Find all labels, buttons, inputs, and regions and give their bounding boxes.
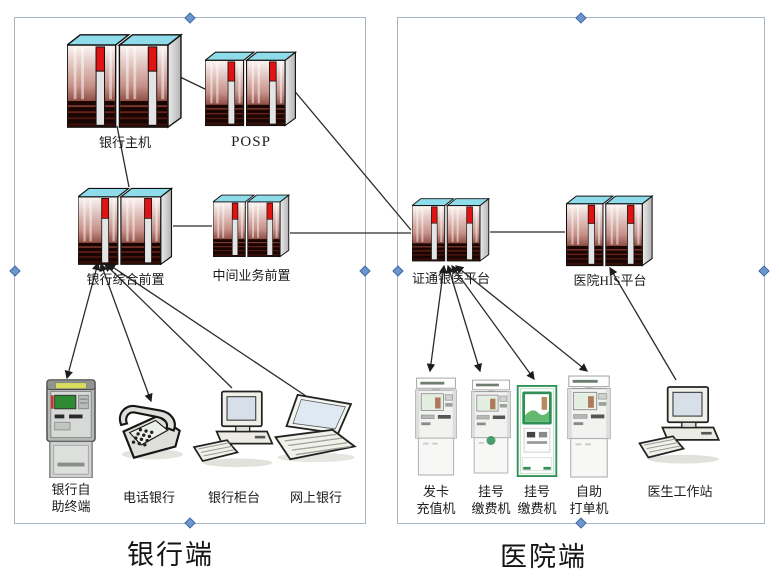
node-label: 银行柜台	[207, 490, 261, 505]
bank-logo-badge	[486, 436, 496, 445]
selection-handle[interactable]	[392, 264, 404, 277]
selection-handle[interactable]	[359, 264, 371, 277]
node-label: 医生工作站	[647, 484, 713, 499]
node-doctor-workstation[interactable]: 医生工作站	[636, 378, 724, 501]
node-label: 自助打单机	[569, 484, 609, 516]
node-label: 网上银行	[289, 490, 343, 505]
kiosk-icon	[412, 374, 460, 480]
mainframe-server-icon	[412, 194, 490, 265]
kiosk-icon	[514, 382, 560, 480]
hospital-zone-title: 医院端	[500, 542, 587, 572]
bank-zone-title: 银行端	[127, 540, 214, 570]
node-reg-pay-kiosk-1[interactable]: 挂号缴费机	[468, 374, 514, 518]
selection-handle[interactable]	[575, 517, 587, 529]
selection-handle[interactable]	[184, 12, 196, 24]
mainframe-server-icon	[205, 50, 297, 127]
telephone-icon	[110, 392, 188, 464]
mainframe-server-icon	[213, 189, 290, 262]
selection-handle[interactable]	[184, 517, 196, 529]
node-label: 银行自助终端	[51, 482, 91, 514]
node-label: 中间业务前置	[212, 268, 291, 283]
mainframe-server-icon	[566, 194, 654, 267]
selection-handle[interactable]	[9, 264, 21, 277]
laptop-icon	[270, 392, 362, 464]
node-self-print-kiosk[interactable]: 自助打单机	[564, 374, 614, 518]
node-atm[interactable]: 银行自助终端	[44, 378, 98, 516]
node-phone-bank[interactable]: 电话银行	[110, 392, 188, 507]
node-label: 证通银医平台	[411, 271, 491, 286]
node-zhengtong-platform[interactable]: 证通银医平台	[412, 194, 490, 288]
kiosk-icon	[468, 374, 514, 480]
node-label: 挂号缴费机	[471, 484, 511, 516]
node-card-recharge-kiosk[interactable]: 发卡充值机	[412, 374, 460, 518]
hospital-zone-box[interactable]	[392, 12, 770, 529]
mainframe-server-icon	[67, 32, 183, 129]
node-bank-counter[interactable]: 银行柜台	[188, 388, 280, 507]
node-his-platform[interactable]: 医院HIS平台	[566, 194, 654, 290]
selection-handle[interactable]	[575, 12, 587, 24]
node-label: 银行主机	[98, 135, 152, 150]
node-label: 银行综合前置	[86, 272, 165, 287]
node-reg-pay-kiosk-2[interactable]: 挂号缴费机	[514, 382, 560, 518]
bank-zone-box[interactable]	[9, 12, 371, 529]
atm-icon	[44, 378, 98, 478]
node-label: 电话银行	[122, 490, 176, 505]
kiosk-icon	[564, 374, 614, 480]
desktop-computer-icon	[636, 378, 724, 470]
node-bank-front[interactable]: 银行综合前置	[78, 186, 173, 289]
selection-handle[interactable]	[758, 264, 770, 277]
node-label: 挂号缴费机	[517, 484, 557, 516]
node-label: 医院HIS平台	[573, 273, 647, 288]
desktop-computer-icon	[188, 388, 280, 468]
node-bank-host[interactable]: 银行主机	[67, 32, 183, 152]
node-mid-business[interactable]: 中间业务前置	[212, 189, 291, 285]
node-label: POSP	[231, 134, 271, 150]
node-online-bank[interactable]: 网上银行	[270, 392, 362, 507]
node-label: 发卡充值机	[416, 484, 456, 516]
node-posp[interactable]: POSP	[205, 50, 297, 153]
mainframe-server-icon	[78, 186, 173, 266]
